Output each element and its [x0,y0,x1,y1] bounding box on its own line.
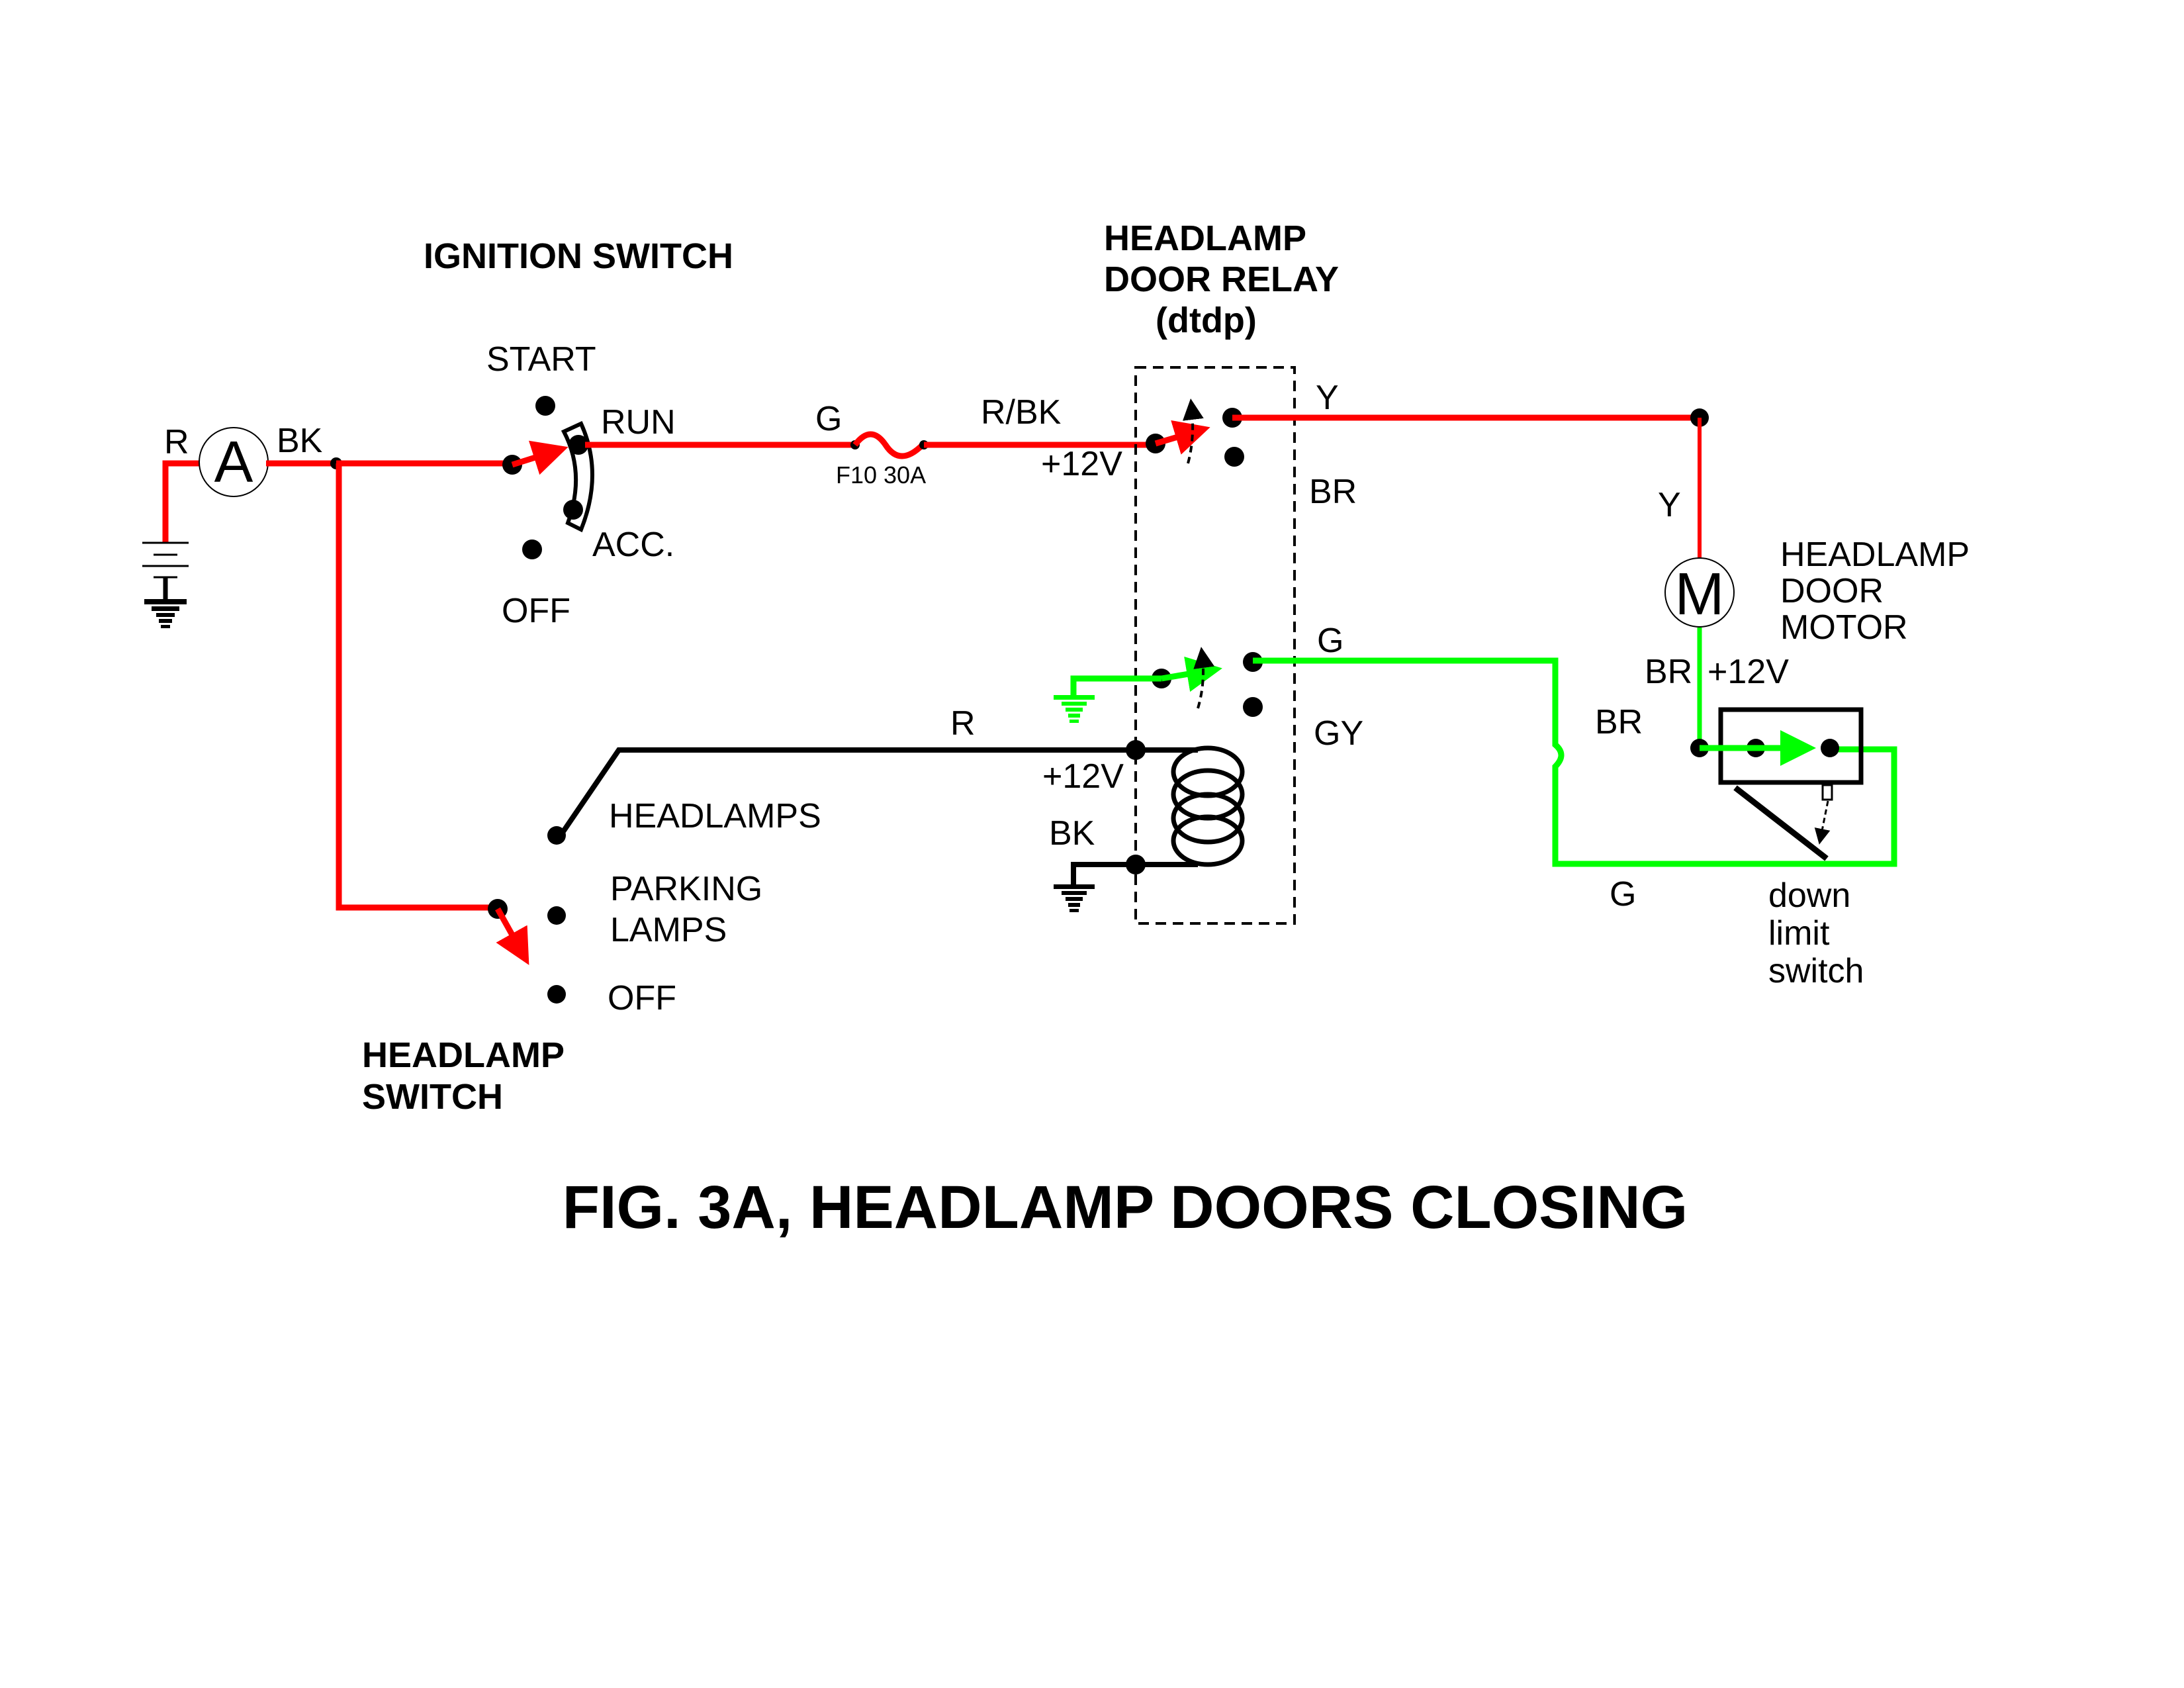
relay-upper-12v-label: +12V [1041,445,1122,483]
motor-12v-label: +12V [1707,653,1789,691]
limit-switch-actuation-arrow-icon [1814,800,1831,845]
headlamp-switch-parking-contact [547,906,566,925]
ignition-switch[interactable] [502,396,594,559]
relay-actuation-arrow-icon [1182,399,1204,464]
ammeter-symbol: A [214,429,253,494]
ignition-start-contact [535,396,555,416]
ignition-switch-title: IGNITION SWITCH [424,236,733,276]
motor-symbol: M [1675,561,1725,628]
wire-label-g-return: G [1610,875,1636,914]
wire-label-br-relay: BR [1309,473,1357,511]
headlamp-switch-label-lamps: LAMPS [610,911,727,949]
limit-switch [1700,730,1839,861]
headlamp-switch-title-line1: HEADLAMP [362,1035,565,1075]
relay-lower-contact [1152,647,1263,717]
relay-ground-icon [1054,695,1095,723]
relay-coil-12v-label: +12V [1042,757,1124,796]
relay-title-line1: HEADLAMP [1104,218,1306,258]
wire-label-g-fuse: G [815,400,842,438]
wire-label-y-motor: Y [1658,486,1681,524]
wire-label-bk-coil: BK [1049,814,1095,853]
limit-switch-label-line2: limit [1768,914,1830,953]
battery-ground-icon [144,599,187,628]
ignition-label-start: START [486,340,596,379]
headlamp-switch-headlamps-contact [547,826,566,845]
wire-label-r: R [164,423,189,461]
headlamp-switch[interactable] [488,826,566,1004]
ammeter-icon: A [199,427,269,497]
relay-actuation-arrow-icon [1193,647,1215,709]
battery [142,460,202,599]
ignition-label-run: RUN [601,403,676,442]
wire-label-br-motor: BR [1645,653,1692,691]
ignition-label-off: OFF [502,592,570,630]
limit-switch-label-line3: switch [1768,952,1864,990]
fuse-label: F10 30A [836,461,926,489]
headlamp-switch-title-line2: SWITCH [362,1077,503,1117]
ignition-rotor-bar [561,421,594,533]
wire-label-rbk: R/BK [981,393,1062,432]
relay-title-line2: DOOR RELAY [1104,259,1339,299]
headlamp-switch-label-headlamps: HEADLAMPS [609,797,821,835]
wire-label-r-coil: R [950,704,976,743]
fuse-icon [850,431,929,459]
motor-title-line2: DOOR [1780,572,1884,610]
motor-icon: M [1664,557,1735,628]
wire-label-g-relay: G [1317,622,1343,660]
figure-title: FIG. 3A, HEADLAMP DOORS CLOSING [563,1174,1688,1241]
wire-label-br-limit: BR [1595,703,1643,741]
relay-upper-contact [1146,399,1244,467]
ignition-label-acc: ACC. [592,526,674,564]
wire-label-gy-relay: GY [1314,714,1363,753]
limit-switch-lever [1733,785,1829,861]
headlamp-switch-off-contact [547,985,566,1004]
relay-coil-icon [1126,740,1245,874]
relay-title-line3: (dtdp) [1156,301,1257,340]
wire-label-y-relay: Y [1316,379,1339,417]
coil-ground-icon [1054,884,1095,912]
relay-housing [1134,366,1296,925]
motor-title-line1: HEADLAMP [1780,536,1970,574]
ignition-off-contact [522,539,542,559]
headlamp-switch-label-parking: PARKING [610,870,762,908]
wire-label-bk: BK [277,422,323,460]
motor-title-line3: MOTOR [1780,608,1908,647]
headlamp-switch-label-off: OFF [608,979,676,1017]
limit-switch-label-line1: down [1768,876,1850,915]
